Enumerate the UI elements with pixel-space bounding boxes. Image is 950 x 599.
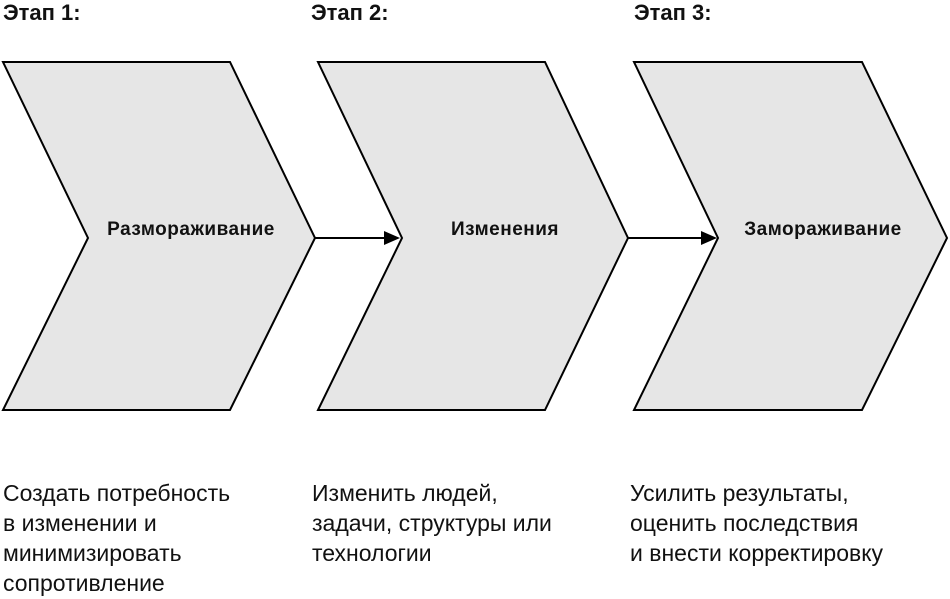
description-line: минимизировать [3, 540, 182, 566]
chevron-stage-2 [316, 61, 630, 411]
stage-3-description: Усилить результаты, оценить последствия … [630, 478, 883, 568]
description-line: сопротивление [3, 570, 165, 596]
description-line: и внести корректировку [630, 540, 884, 566]
stage-1-title: Размораживание [107, 219, 275, 240]
chevron-stage-1 [1, 61, 317, 411]
description-line: Создать потребность [3, 480, 231, 506]
stage-2-label: Этап 2: [311, 0, 389, 25]
stage-1-description: Создать потребность в изменении и миними… [3, 478, 230, 598]
arrow-stage-2-to-3 [628, 231, 717, 245]
stage-2-description: Изменить людей, задачи, структуры или те… [312, 478, 552, 568]
stage-1-label: Этап 1: [3, 0, 81, 25]
arrow-1-head [384, 231, 400, 245]
arrow-stage-1-to-2 [315, 231, 400, 245]
description-line: оценить последствия [630, 510, 859, 536]
description-line: задачи, структуры или [312, 510, 552, 536]
stage-3-label: Этап 3: [634, 0, 712, 25]
arrow-2-head [701, 231, 717, 245]
stage-2-title: Изменения [450, 219, 560, 240]
description-line: Усилить результаты, [630, 480, 849, 506]
stage-3-title: Замораживание [744, 219, 902, 240]
chevron-stage-3 [632, 61, 949, 411]
description-line: в изменении и [3, 510, 157, 536]
description-line: технологии [312, 540, 432, 566]
description-line: Изменить людей, [312, 480, 498, 506]
